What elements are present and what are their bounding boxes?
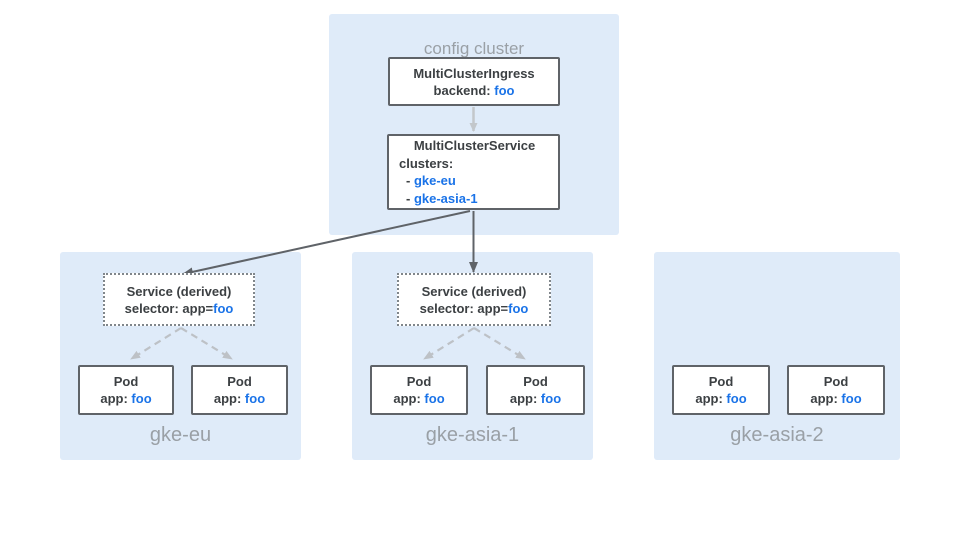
cluster-label-gke-eu: gke-eu (149, 424, 212, 446)
multiclusterservice-title: MultiClusterService (413, 138, 536, 153)
multiclusteringress-box: MultiClusterIngress backend: foo (388, 57, 560, 106)
service-derived-box-gke-eu: Service (derived) selector: app=foo (103, 273, 255, 326)
pod-box-gke-asia-1-2: Pod app: foo (486, 365, 585, 415)
pod-title: Pod (227, 374, 252, 389)
pod-box-gke-asia-1-1: Pod app: foo (370, 365, 468, 415)
service-derived-title: Service (derived) (126, 283, 232, 299)
pod-app-line: app: foo (213, 391, 266, 406)
multiclusteringress-title: MultiClusterIngress (413, 65, 535, 81)
pod-box-gke-asia-2-2: Pod app: foo (787, 365, 885, 415)
pod-app-line: app: foo (695, 391, 747, 406)
service-derived-box-gke-asia-1: Service (derived) selector: app=foo (397, 273, 551, 326)
cluster-region-gke-asia-1: gke-asia-1 (352, 252, 593, 460)
service-selector-line: selector: app=foo (124, 300, 234, 316)
pod-app-line: app: foo (393, 391, 445, 406)
pod-box-gke-asia-2-1: Pod app: foo (672, 365, 770, 415)
pod-app-line: app: foo (509, 391, 562, 406)
mcs-cluster-item-gke-eu: - gke-eu (406, 173, 456, 188)
cluster-label-gke-asia-2: gke-asia-2 (730, 424, 824, 446)
pod-title: Pod (113, 374, 139, 389)
pod-box-gke-eu-2: Pod app: foo (191, 365, 288, 415)
pod-title: Pod (523, 374, 548, 389)
pod-app-line: app: foo (100, 391, 152, 406)
mcs-cluster-item-gke-asia-1: - gke-asia-1 (406, 190, 478, 206)
mcs-clusters-label: clusters: (399, 155, 454, 171)
service-derived-title: Service (derived) (421, 283, 527, 299)
pod-title: Pod (823, 374, 849, 389)
service-selector-line: selector: app=foo (419, 300, 529, 316)
pod-app-line: app: foo (810, 391, 862, 406)
cluster-label-gke-asia-1: gke-asia-1 (425, 424, 520, 446)
pod-title: Pod (406, 374, 432, 389)
pod-title: Pod (708, 374, 734, 389)
pod-box-gke-eu-1: Pod app: foo (78, 365, 174, 415)
backend-value: foo (494, 82, 515, 98)
multiclusteringress-backend-line: backend: foo (433, 82, 515, 98)
config-cluster-label: config cluster (423, 39, 525, 58)
cluster-region-gke-asia-2: gke-asia-2 (654, 252, 900, 460)
multiclusterservice-box: MultiClusterService clusters: - gke-eu -… (387, 134, 560, 210)
